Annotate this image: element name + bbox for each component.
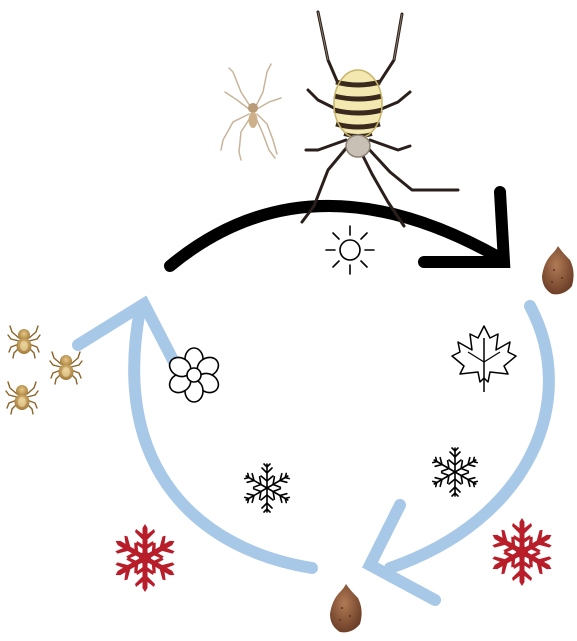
- winter-spring-arrow: [78, 304, 312, 568]
- egg-sac-icon: [330, 584, 362, 632]
- snowflake-icon: [243, 448, 479, 512]
- summer-arrow: [170, 192, 504, 266]
- sun-icon: [326, 226, 374, 274]
- male-spider-icon: [221, 64, 281, 160]
- egg-sac-icon: [542, 246, 574, 294]
- maple-leaf-icon: [452, 326, 516, 392]
- spiderling-icon: [6, 326, 82, 414]
- red-snowflake-icon: [111, 518, 557, 592]
- female-wasp-spider-icon: [302, 12, 458, 226]
